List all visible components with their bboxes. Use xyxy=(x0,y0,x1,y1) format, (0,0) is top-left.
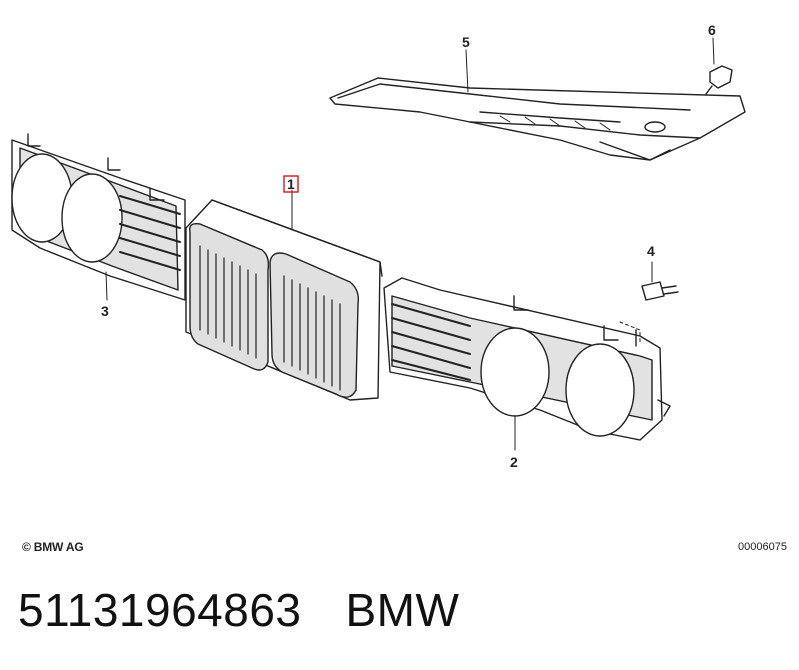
copyright-text: © BMW AG xyxy=(22,540,84,554)
callout-5: 5 xyxy=(462,34,470,50)
right-headlight-grille xyxy=(383,277,671,451)
brand-name: BMW xyxy=(345,584,460,636)
diagram-reference-number: 00006075 xyxy=(738,541,787,553)
clip-part xyxy=(705,37,733,95)
left-headlight-grille xyxy=(11,133,186,301)
kidney-grille xyxy=(185,189,383,401)
part-caption: 51131964863 BMW xyxy=(18,583,459,637)
part-number: 51131964863 xyxy=(18,584,302,636)
upper-cover-panel xyxy=(329,77,746,161)
callout-2: 2 xyxy=(510,454,518,470)
parts-diagram: 5 6 1 4 3 2 xyxy=(11,22,746,470)
callout-6: 6 xyxy=(708,22,716,38)
callout-1: 1 xyxy=(287,176,295,192)
callout-4: 4 xyxy=(647,243,655,259)
bolt-part xyxy=(619,261,679,343)
callout-3: 3 xyxy=(101,303,109,319)
callout-1-highlight-box xyxy=(283,175,299,193)
